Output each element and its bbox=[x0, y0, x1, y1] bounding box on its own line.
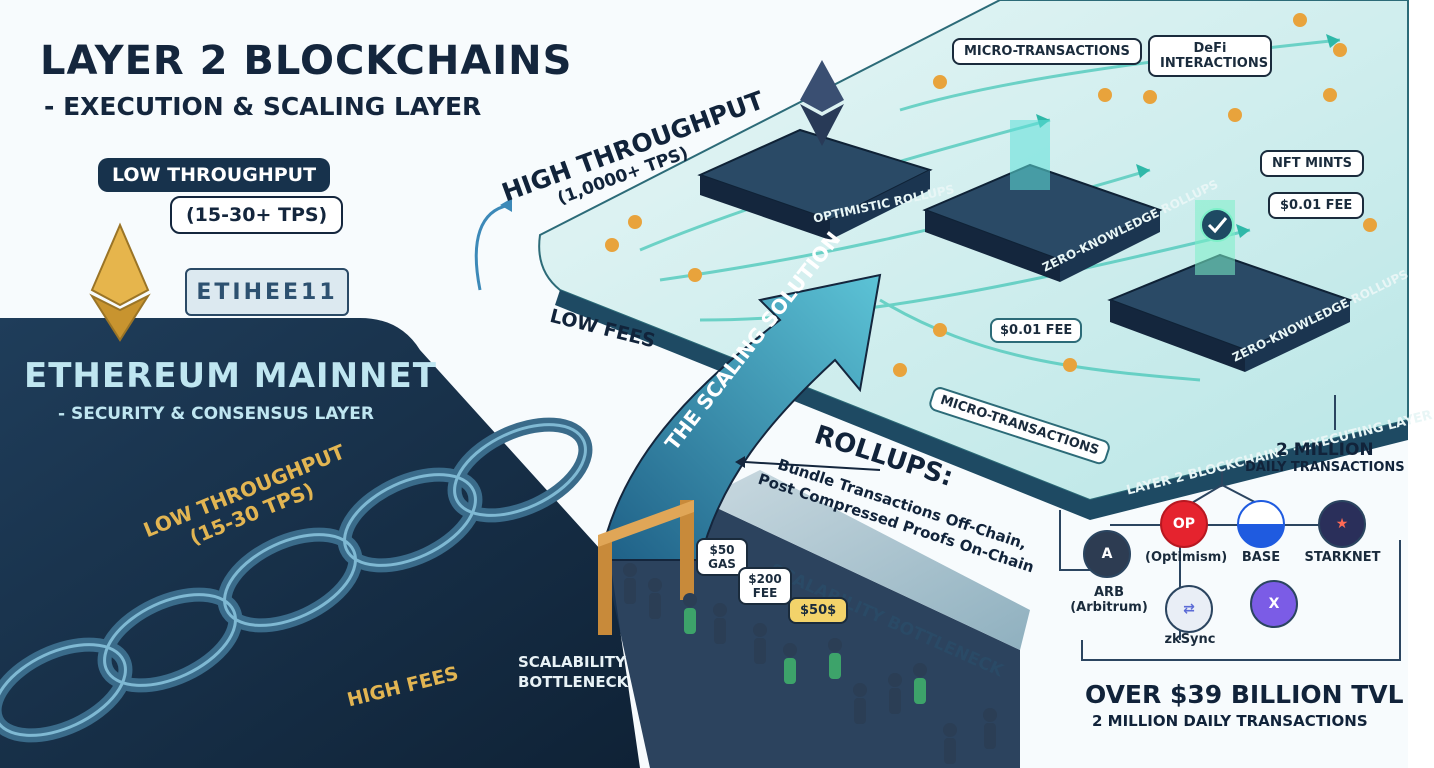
tvl-headline: OVER $39 BILLION TVL bbox=[1085, 680, 1404, 709]
ethereum-wordmark: ETIHEE11 bbox=[185, 268, 349, 316]
tps-text: (15-30+ TPS) bbox=[186, 204, 328, 226]
gas-bubble-50: $50 GAS bbox=[696, 538, 748, 576]
x-chain-glyph: X bbox=[1268, 596, 1280, 612]
daily-tx-line1: 2 MILLION bbox=[1276, 440, 1374, 460]
fee-bubble-right: $0.01 FEE bbox=[1268, 192, 1365, 219]
optimism-logo: OP bbox=[1160, 500, 1208, 548]
fee-bubble-50: $50$ bbox=[788, 597, 849, 624]
page-title: LAYER 2 BLOCKCHAINS bbox=[40, 38, 573, 84]
arbitrum-label: ARB(Arbitrum) bbox=[1070, 585, 1148, 615]
layer2-platform-edge bbox=[555, 290, 1408, 520]
starknet-label: STARKNET bbox=[1304, 550, 1381, 565]
page-subtitle: - EXECUTION & SCALING LAYER bbox=[44, 92, 482, 121]
tvl-subline: 2 MILLION DAILY TRANSACTIONS bbox=[1092, 712, 1368, 730]
bottleneck-label: SCALABILITY BOTTLENECK bbox=[518, 652, 628, 692]
base-label: BASE bbox=[1241, 550, 1281, 565]
chain-links-highlight bbox=[0, 423, 587, 737]
daily-transactions-block: 2 MILLION DAILY TRANSACTIONS bbox=[1245, 440, 1405, 475]
loop-arrow-left bbox=[474, 203, 511, 291]
zksync-glyph: ⇄ bbox=[1183, 601, 1195, 617]
zksync-logo: ⇄ bbox=[1165, 585, 1213, 633]
crowd bbox=[623, 563, 997, 764]
defi-interactions-bubble: DeFi INTERACTIONS bbox=[1148, 35, 1272, 77]
arbitrum-glyph: A bbox=[1101, 546, 1113, 562]
mainnet-block bbox=[0, 318, 640, 768]
low-throughput-text: LOW THROUGHPUT bbox=[112, 164, 317, 186]
x-chain-logo: X bbox=[1250, 580, 1298, 628]
arbitrum-logo: A bbox=[1083, 530, 1131, 578]
ecosystem-lines bbox=[1059, 395, 1401, 661]
fee-bubble-200: $200 FEE bbox=[738, 567, 792, 605]
mainnet-title: ETHEREUM MAINNET bbox=[24, 356, 437, 396]
rollups-back-arrow bbox=[744, 461, 881, 471]
rollup-platform-optimistic bbox=[697, 128, 933, 240]
rollup-platform-zk-2 bbox=[1107, 200, 1353, 372]
bottleneck-line2: BOTTLENECK bbox=[518, 673, 629, 691]
low-throughput-bubble: LOW THROUGHPUT bbox=[98, 158, 331, 192]
starknet-logo: ★ bbox=[1318, 500, 1366, 548]
mainnet-subtitle: - SECURITY & CONSENSUS LAYER bbox=[58, 404, 374, 424]
bottleneck-gate bbox=[598, 500, 694, 635]
fee-bubble-mid: $0.01 FEE bbox=[990, 318, 1083, 343]
daily-tx-line2: DAILY TRANSACTIONS bbox=[1245, 460, 1405, 475]
eth-diamond-mainnet bbox=[89, 222, 151, 342]
nft-mints-bubble: NFT MINTS bbox=[1260, 150, 1365, 177]
rollup-platform-zk-1 bbox=[922, 120, 1163, 282]
l2-users bbox=[605, 13, 1377, 377]
bottleneck-line1: SCALABILITY bbox=[518, 653, 626, 671]
optimism-label: (Optimism) bbox=[1145, 550, 1228, 565]
scaling-arrow bbox=[598, 273, 882, 561]
zksync-label: zkSync bbox=[1164, 632, 1216, 647]
bottleneck-ramp bbox=[700, 470, 1030, 650]
eth-diamond-l2 bbox=[800, 60, 844, 146]
tps-bubble: (15-30+ TPS) bbox=[170, 196, 344, 234]
micro-transactions-bubble-top: MICRO-TRANSACTIONS bbox=[952, 38, 1142, 65]
base-logo bbox=[1237, 500, 1285, 548]
optimism-glyph: OP bbox=[1172, 516, 1196, 532]
